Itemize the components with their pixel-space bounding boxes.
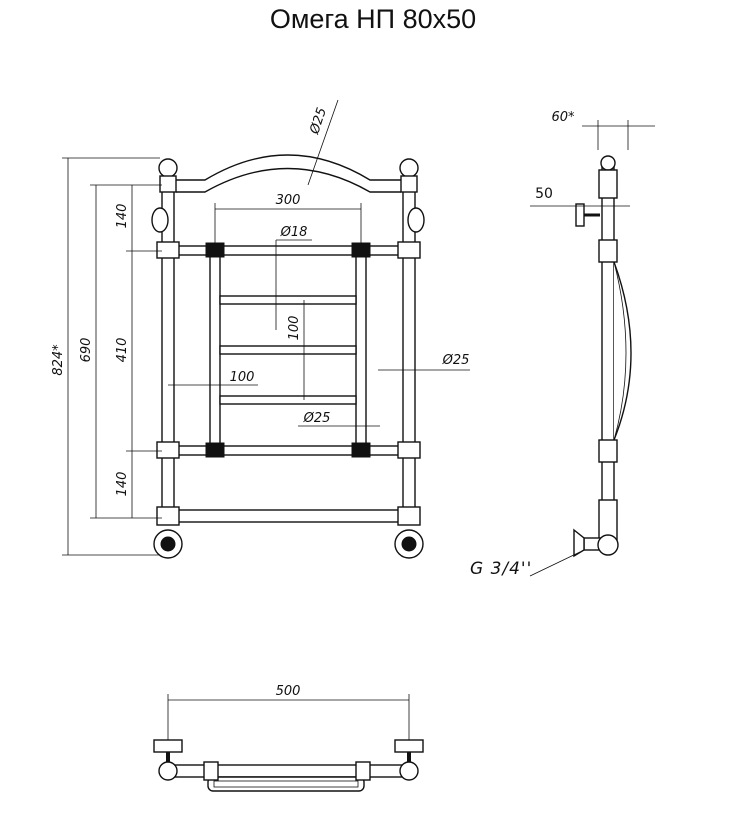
dim-100-horizontal: 100 <box>230 370 255 385</box>
top-arch <box>176 154 401 181</box>
dim-100-vertical: 100 <box>287 316 302 341</box>
dim-410: 410 <box>115 338 130 363</box>
dim-140-top: 140 <box>115 204 130 229</box>
side-bracket <box>575 203 585 227</box>
side-arch <box>613 261 632 441</box>
inner-right-post <box>355 254 367 451</box>
inner-left-post <box>209 254 221 451</box>
dim-d25-middle: Ø25 <box>303 411 331 426</box>
crossbar-4 <box>219 395 357 405</box>
left-top-cap <box>158 158 178 178</box>
left-post <box>161 184 175 516</box>
crossbar-2 <box>219 295 357 305</box>
top-view-right-bracket <box>394 739 424 753</box>
wall-bracket-left <box>151 207 169 233</box>
top-view-shelf <box>207 776 365 792</box>
side-dimensions: 60* 50 G 3/4'' <box>470 110 655 579</box>
top-view-left-bracket <box>153 739 183 753</box>
top-view <box>153 739 424 792</box>
dim-690: 690 <box>79 338 94 363</box>
dim-60: 60* <box>551 110 575 125</box>
side-post <box>601 164 615 526</box>
dim-300: 300 <box>276 193 301 208</box>
right-top-cap <box>399 158 419 178</box>
shelf-rail <box>173 509 404 523</box>
front-view <box>151 154 425 559</box>
side-view <box>573 155 632 558</box>
top-dimensions: 500 <box>167 684 410 740</box>
wall-bracket-right <box>407 207 425 233</box>
dim-d18: Ø18 <box>280 225 308 240</box>
thread-label: G 3/4'' <box>470 559 532 579</box>
dim-140-bottom: 140 <box>115 472 130 497</box>
drawing-title: Омега НП 80х50 <box>269 4 477 34</box>
crossbar-3 <box>219 345 357 355</box>
dim-500: 500 <box>276 684 301 699</box>
dim-d25-right: Ø25 <box>442 353 470 368</box>
dim-824: 824* <box>51 344 66 376</box>
right-post <box>402 184 416 516</box>
dim-50: 50 <box>535 186 553 202</box>
